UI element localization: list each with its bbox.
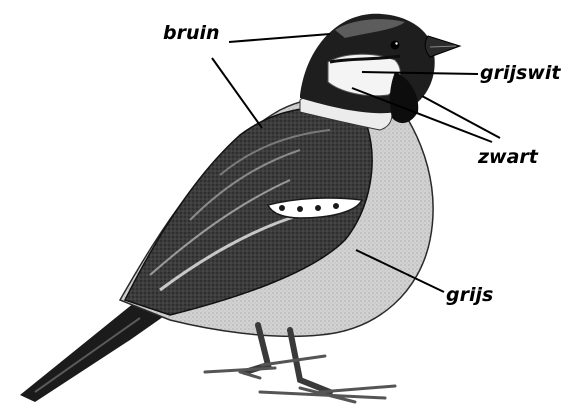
leader-line-bruin	[229, 34, 330, 42]
bird-eye	[391, 41, 400, 50]
label-zwart: zwart	[478, 148, 538, 167]
tail-edge	[35, 318, 140, 392]
wing-bar-spot	[297, 206, 303, 212]
bird-eye-highlight	[395, 42, 397, 44]
label-bruin: bruin	[163, 24, 220, 43]
label-grijs: grijs	[446, 286, 493, 305]
wing-bar-spot	[333, 203, 339, 209]
leader-line-zwart	[422, 96, 500, 138]
leader-line-bruin	[212, 58, 262, 128]
label-grijswit: grijswit	[480, 64, 560, 83]
wing-bar-spot	[279, 205, 285, 211]
wing-bar-spot	[315, 205, 321, 211]
